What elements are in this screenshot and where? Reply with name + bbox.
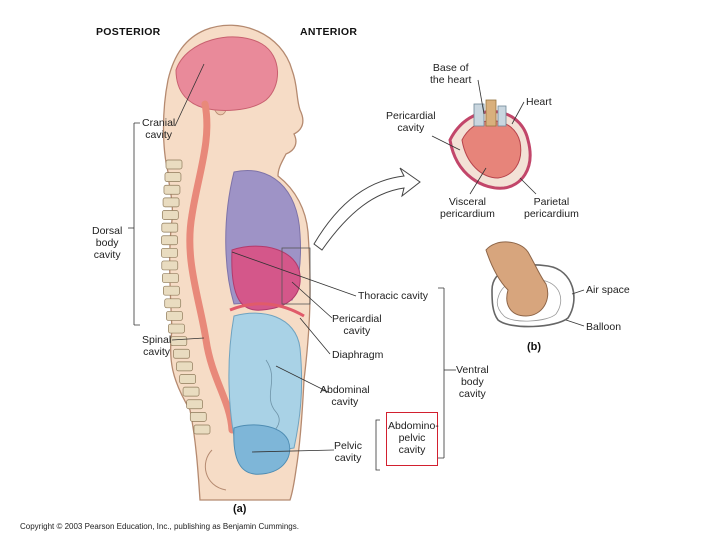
vertebra [165,159,183,170]
vertebra [166,311,183,321]
panel-label-a: (a) [233,503,247,515]
vertebra [186,399,203,410]
vertebra [161,222,179,233]
vertebra [168,323,185,334]
label-heart: Heart [526,96,552,108]
abdominal-cavity [228,312,303,452]
vertebra [170,336,188,347]
callout-arrow [313,167,421,251]
panel-label-b: (b) [527,341,542,353]
leader-lines [128,63,585,471]
fist-balloon-model [485,241,575,328]
diaphragm [229,302,305,318]
vertebral-column [161,159,211,435]
vertebra [161,247,178,258]
vertebra [164,172,182,182]
heart-callout-window [281,247,311,305]
label-balloon: Balloon [586,321,622,333]
label-thoracic-cavity: Thoracic cavity [358,290,429,302]
copyright-notice: Copyright © 2003 Pearson Education, Inc.… [20,522,299,531]
brain [175,36,279,111]
vertebra [164,298,182,309]
vertebra [162,273,179,283]
vertebra [189,412,207,422]
vertebra [182,386,200,397]
spinal-cord [186,100,236,434]
posterior-heading: POSTERIOR [96,26,161,38]
vertebra [173,348,190,359]
pelvic-cavity [233,424,291,475]
vertebra [179,374,197,384]
vertebra [161,260,179,271]
label-diaphragm: Diaphragm [332,349,384,361]
label-air-space: Air space [586,284,630,296]
vertebra [162,197,180,208]
vertebra [161,210,179,220]
anterior-heading: ANTERIOR [300,26,358,38]
vertebra [161,235,178,246]
pericardial-cavity [231,245,301,311]
heart-detail [448,99,532,190]
vertebra [193,424,211,435]
abdominopelvic-highlight-box [386,412,438,466]
vertebra [176,361,193,372]
hip-outline [204,449,227,491]
vertebra [163,184,181,195]
vertebra [163,285,180,296]
